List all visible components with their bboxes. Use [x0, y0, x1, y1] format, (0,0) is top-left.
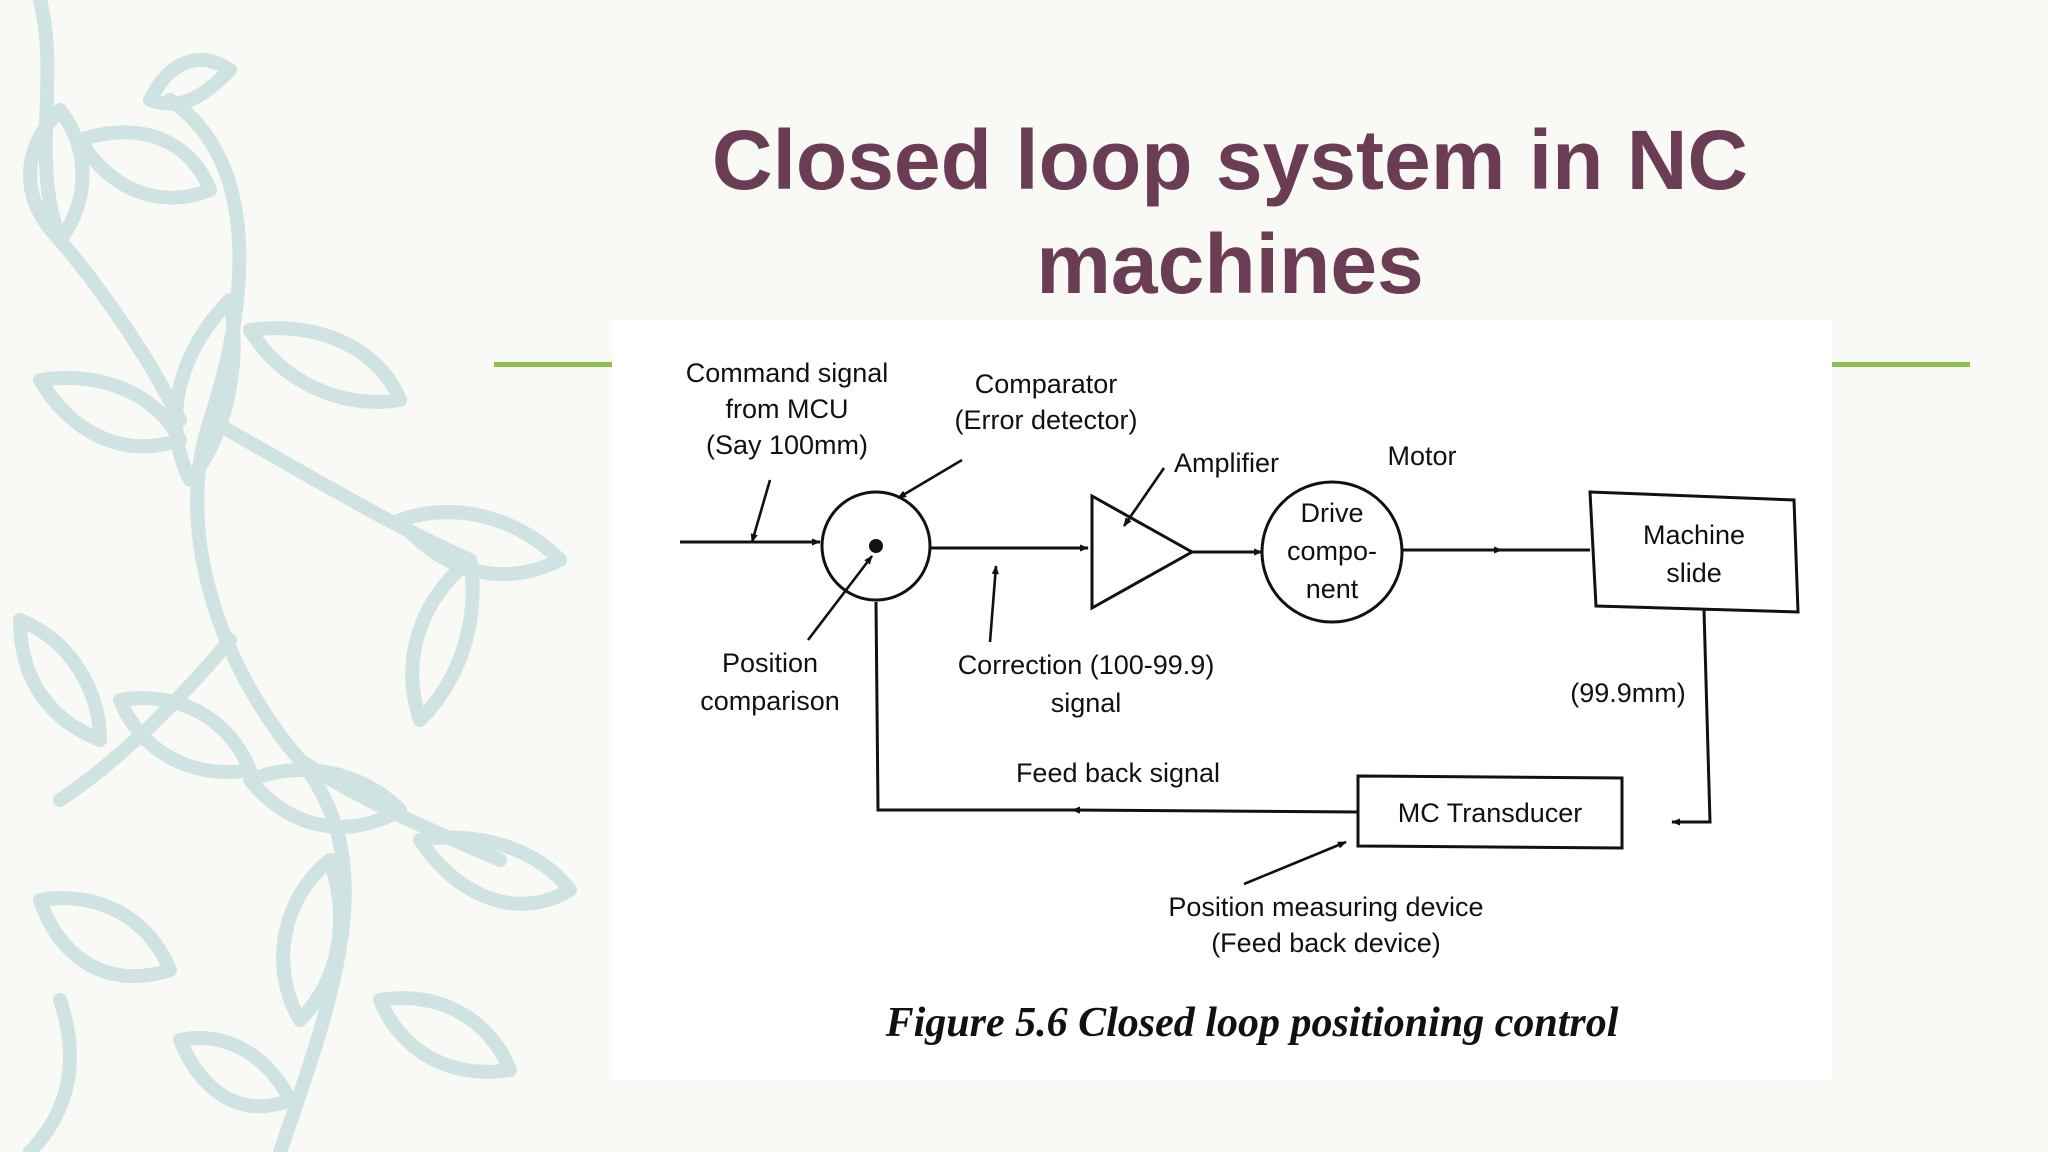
slide-title-line-2: machines	[1036, 217, 1424, 311]
slide-title-line-1: Closed loop system in NC	[711, 113, 1749, 207]
drive-component-label-1: Drive	[1300, 498, 1363, 528]
measuring-device-label-2: (Feed back device)	[1211, 928, 1441, 958]
comparator-label-2: (Error detector)	[954, 405, 1137, 435]
drive-component-label-3: nent	[1306, 574, 1359, 604]
figure-panel: Command signal from MCU (Say 100mm) Comp…	[612, 320, 1832, 1080]
slide-title: Closed loop system in NC machines	[600, 108, 1860, 316]
drive-component-label-2: compo-	[1287, 536, 1377, 566]
amplifier-triangle	[1090, 493, 1196, 611]
slide-output-path	[1671, 609, 1712, 826]
feedback-return-line	[874, 601, 1074, 812]
correction-pointer-arrow	[988, 565, 999, 643]
command-pointer-arrow	[750, 479, 772, 543]
comparator-center-dot	[869, 539, 883, 553]
amplifier-pointer-arrow	[1122, 467, 1166, 527]
machine-slide-box	[1588, 490, 1800, 614]
feedback-signal-line	[1071, 806, 1359, 814]
comparator-pointer-arrow	[897, 458, 963, 500]
measured-value-label: (99.9mm)	[1570, 678, 1686, 708]
leaf-vine-decoration	[13, 0, 577, 1152]
transducer-box	[1356, 774, 1624, 850]
correction-signal-label-2: signal	[1051, 688, 1122, 718]
machine-slide-label-2: slide	[1666, 558, 1722, 588]
position-comparison-pointer	[806, 555, 874, 641]
command-signal-label-1: Command signal	[686, 358, 889, 388]
motor-label: Motor	[1387, 441, 1456, 471]
measuring-device-pointer	[1243, 840, 1347, 886]
position-comparison-label-2: comparison	[700, 686, 840, 716]
correction-signal-label-1: Correction (100-99.9)	[958, 650, 1215, 680]
closed-loop-diagram: Command signal from MCU (Say 100mm) Comp…	[680, 358, 1800, 1046]
accent-line-left	[494, 362, 612, 367]
feedback-signal-label: Feed back signal	[1016, 758, 1220, 788]
measuring-device-label-1: Position measuring device	[1168, 892, 1483, 922]
drive-component-circle	[1260, 480, 1404, 624]
transducer-label: MC Transducer	[1398, 798, 1583, 828]
accent-line-right	[1830, 362, 1970, 367]
comparator-circle	[820, 490, 932, 602]
command-signal-label-2: from MCU	[726, 394, 849, 424]
comparator-label-1: Comparator	[975, 369, 1118, 399]
position-comparison-label-1: Position	[722, 648, 818, 678]
figure-caption: Figure 5.6 Closed loop positioning contr…	[885, 1000, 1619, 1046]
machine-slide-label-1: Machine	[1643, 520, 1745, 550]
amplifier-label: Amplifier	[1174, 448, 1279, 478]
command-signal-label-3: (Say 100mm)	[706, 430, 868, 460]
